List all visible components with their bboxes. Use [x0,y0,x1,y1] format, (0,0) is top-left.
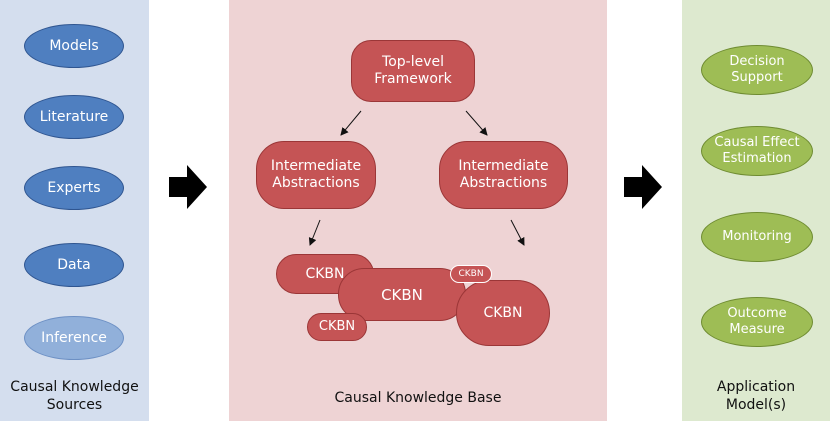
intermediate-left-line1: Intermediate [270,158,362,175]
source-literature: Literature [24,95,124,139]
app-causal-effect-line2: Estimation [722,151,792,166]
ckbn-node-5: CKBN [450,265,492,283]
app-outcome-measure: Outcome Measure [701,297,813,347]
app-causal-effect-line1: Causal Effect [714,135,800,151]
sources-caption-line2: Sources [46,397,103,414]
ckbn-node-3: CKBN [307,313,367,341]
intermediate-left-line2: Abstractions [272,175,360,191]
sources-caption-line1: Causal Knowledge [10,379,139,395]
intermediate-right-line1: Intermediate [458,158,549,175]
ckbn-node-2: CKBN [338,268,466,321]
ckbn-node-4: CKBN [456,280,550,346]
intermediate-abstractions-left: Intermediate Abstractions [256,141,376,209]
intermediate-right-line2: Abstractions [459,175,548,191]
intermediate-abstractions-right: Intermediate Abstractions [439,141,568,209]
applications-caption: Application Model(s) [682,378,830,414]
sources-caption: Causal Knowledge Sources [0,378,149,414]
source-models: Models [24,24,124,68]
app-monitoring-line1: Monitoring [722,229,792,245]
app-causal-effect-estimation: Causal Effect Estimation [701,126,813,176]
app-decision-support-line2: Support [731,70,783,85]
applications-caption-line1: Application [716,379,796,395]
app-decision-support-line1: Decision [729,54,785,70]
source-data: Data [24,243,124,287]
app-outcome-measure-line1: Outcome [727,306,787,322]
top-framework-line2: Framework [374,71,452,87]
app-outcome-measure-line2: Measure [729,322,785,337]
app-monitoring: Monitoring [701,212,813,262]
source-experts: Experts [24,166,124,210]
knowledge-base-caption: Causal Knowledge Base [334,390,502,406]
source-inference: Inference [24,316,124,360]
top-level-framework: Top-level Framework [351,40,475,102]
flow-arrow-left [169,165,207,209]
app-decision-support: Decision Support [701,45,813,95]
applications-caption-line2: Model(s) [725,397,787,414]
top-framework-line1: Top-level [382,54,444,71]
flow-arrow-right [624,165,662,209]
